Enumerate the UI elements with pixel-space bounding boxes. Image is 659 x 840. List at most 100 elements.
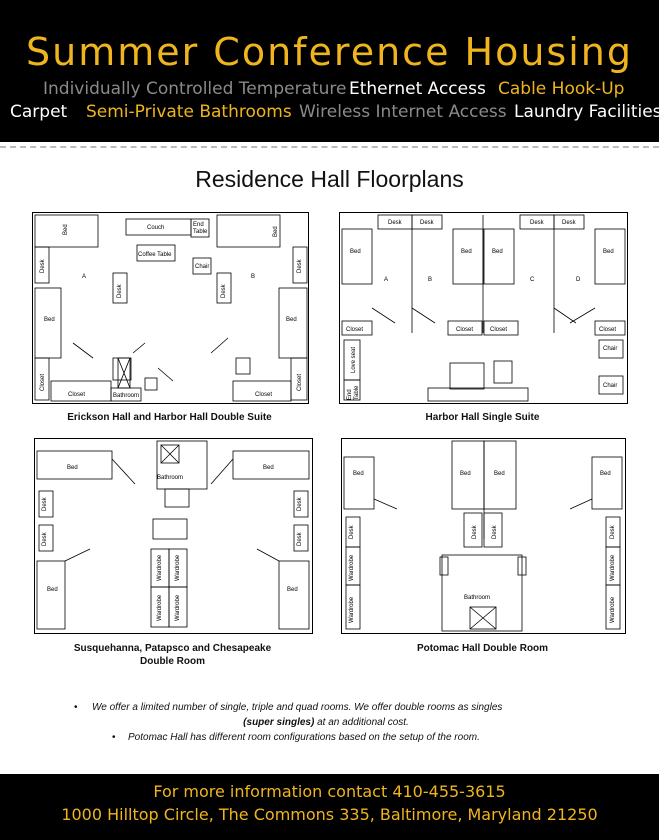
svg-text:End: End [347,389,353,400]
note-1-suffix: at an additional cost. [314,717,409,728]
svg-text:Bed: Bed [287,587,298,593]
svg-text:Closet: Closet [599,327,616,333]
caption-potomac: Potomac Hall Double Room [416,643,549,654]
svg-text:Desk: Desk [349,524,355,539]
svg-text:C: C [530,277,535,283]
svg-text:Desk: Desk [530,220,545,226]
svg-text:Bed: Bed [461,249,472,255]
svg-text:Bed: Bed [263,465,274,471]
svg-text:Bed: Bed [460,471,471,477]
header-banner: Summer Conference Housing Individually C… [0,0,659,142]
footer-banner: For more information contact 410-455-361… [0,774,659,840]
svg-text:Desk: Desk [297,258,303,273]
svg-text:Bathroom: Bathroom [157,475,183,481]
note-2-text: Potomac Hall has different room configur… [128,732,480,743]
note-item-1: • We offer a limited number of single, t… [60,700,620,730]
svg-text:Wardrobe: Wardrobe [175,554,181,581]
svg-text:Desk: Desk [472,524,478,539]
svg-text:Closet: Closet [68,392,85,398]
note-item-2: • Potomac Hall has different room config… [60,730,620,745]
svg-text:Chair: Chair [195,264,209,270]
section-heading: Residence Hall Floorplans [195,166,464,192]
svg-text:D: D [576,277,581,283]
svg-text:Chair: Chair [603,346,617,352]
svg-text:Wardrobe: Wardrobe [157,594,163,621]
svg-text:Closet: Closet [456,327,473,333]
svg-text:Closet: Closet [255,392,272,398]
svg-text:Desk: Desk [42,531,48,546]
svg-text:Bed: Bed [494,471,505,477]
svg-text:Bathroom: Bathroom [113,393,139,399]
svg-text:Desk: Desk [40,258,46,273]
bullet-icon: • [74,702,78,713]
svg-text:Table: Table [193,229,208,235]
svg-text:Closet: Closet [40,374,46,391]
svg-text:Love seat: Love seat [351,347,357,373]
svg-text:End: End [193,222,204,228]
svg-text:Wardrobe: Wardrobe [610,596,616,623]
svg-text:Closet: Closet [490,327,507,333]
caption-erickson: Erickson Hall and Harbor Hall Double Sui… [67,412,272,423]
floorplan-potomac: Bed Bed Bed Bed Desk Desk Desk Desk Ward… [341,438,626,634]
floorplan-susquehanna: Bed Bed Bathroom Desk Desk Desk Desk Bed… [34,438,313,634]
svg-text:B: B [428,277,432,283]
svg-text:Bed: Bed [44,317,55,323]
caption-susquehanna: Susquehanna, Patapsco and Chesapeake Dou… [34,642,311,668]
svg-text:Bed: Bed [353,471,364,477]
caption-susquehanna-line1: Susquehanna, Patapsco and Chesapeake [73,643,272,654]
caption-harbor-single: Harbor Hall Single Suite [425,412,540,423]
svg-text:Desk: Desk [492,524,498,539]
svg-text:Bathroom: Bathroom [464,595,490,601]
feature-carpet: Carpet [10,102,68,122]
feature-temperature: Individually Controlled Temperature [43,79,347,99]
svg-text:Closet: Closet [346,327,363,333]
feature-laundry: Laundry Facilities [514,102,659,122]
notes: • We offer a limited number of single, t… [60,700,620,745]
svg-text:Desk: Desk [42,496,48,511]
feature-ethernet: Ethernet Access [349,79,486,99]
note-1-continuation: (super singles) at an additional cost. [92,715,620,730]
contact-line: For more information contact 410-455-361… [153,782,506,801]
svg-text:Wardrobe: Wardrobe [349,596,355,623]
svg-text:Bed: Bed [67,465,78,471]
svg-text:Bed: Bed [492,249,503,255]
svg-text:Wardrobe: Wardrobe [175,594,181,621]
svg-text:Wardrobe: Wardrobe [157,554,163,581]
caption-susquehanna-line2: Double Room [140,656,205,667]
svg-text:Bed: Bed [600,471,611,477]
svg-text:Wardrobe: Wardrobe [610,554,616,581]
svg-text:A: A [82,274,86,280]
svg-text:Bed: Bed [350,249,361,255]
svg-text:Chair: Chair [603,383,617,389]
bullet-icon: • [112,732,116,743]
svg-text:Desk: Desk [610,524,616,539]
svg-text:B: B [251,274,255,280]
address-line: 1000 Hilltop Circle, The Commons 335, Ba… [61,805,598,824]
svg-text:Desk: Desk [562,220,577,226]
note-1-bold: (super singles) [243,717,315,728]
feature-cable: Cable Hook-Up [498,79,625,99]
dashed-divider [0,146,659,148]
svg-text:Closet: Closet [297,374,303,391]
svg-text:Desk: Desk [117,283,123,298]
svg-text:Desk: Desk [297,496,303,511]
svg-text:Bed: Bed [603,249,614,255]
page-title: Summer Conference Housing [25,30,633,74]
svg-text:Coffee Table: Coffee Table [138,252,172,258]
svg-text:Couch: Couch [147,225,164,231]
svg-text:Wardrobe: Wardrobe [349,554,355,581]
svg-text:Desk: Desk [388,220,403,226]
floorplan-harbor-single: Desk Desk Desk Desk Bed Bed Bed Bed A B … [339,212,628,404]
svg-text:Bed: Bed [286,317,297,323]
svg-text:Bed: Bed [47,587,58,593]
svg-text:A: A [384,277,388,283]
svg-text:Desk: Desk [221,283,227,298]
svg-text:Desk: Desk [420,220,435,226]
svg-text:Bed: Bed [273,226,279,237]
svg-text:Desk: Desk [297,531,303,546]
svg-text:Bed: Bed [63,224,69,235]
svg-text:Table: Table [354,385,360,400]
feature-bathrooms: Semi-Private Bathrooms [86,102,292,122]
note-1-text: We offer a limited number of single, tri… [92,702,503,713]
